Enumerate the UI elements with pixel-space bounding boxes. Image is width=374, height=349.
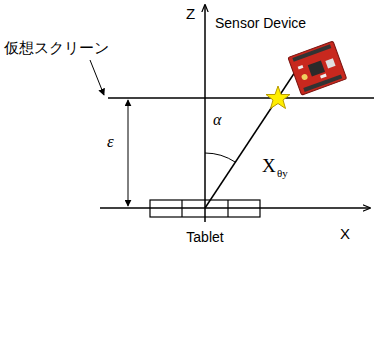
dimension-line: [128, 100, 129, 206]
screen-label: 仮想スクリーン: [4, 40, 109, 55]
distance-label: ε: [107, 133, 114, 150]
tablet-label: Tablet: [186, 230, 223, 244]
vector-label: X: [262, 156, 276, 175]
leader-line: [90, 60, 104, 95]
x-axis: [100, 207, 370, 209]
direction-vector: [205, 66, 299, 208]
intersection-star: [266, 86, 290, 109]
device-label: Sensor Device: [215, 16, 306, 30]
sensor-board-picture: [288, 41, 347, 95]
vector-subscript: θy: [277, 168, 288, 179]
tablet-symbol: [150, 200, 260, 217]
axis-label: X: [340, 226, 350, 241]
angle-label: α: [213, 112, 221, 128]
axis-label: Z: [186, 6, 195, 21]
virtual-screen-line: [108, 97, 374, 99]
angle-arc: [205, 153, 235, 162]
z-axis: [204, 5, 206, 222]
